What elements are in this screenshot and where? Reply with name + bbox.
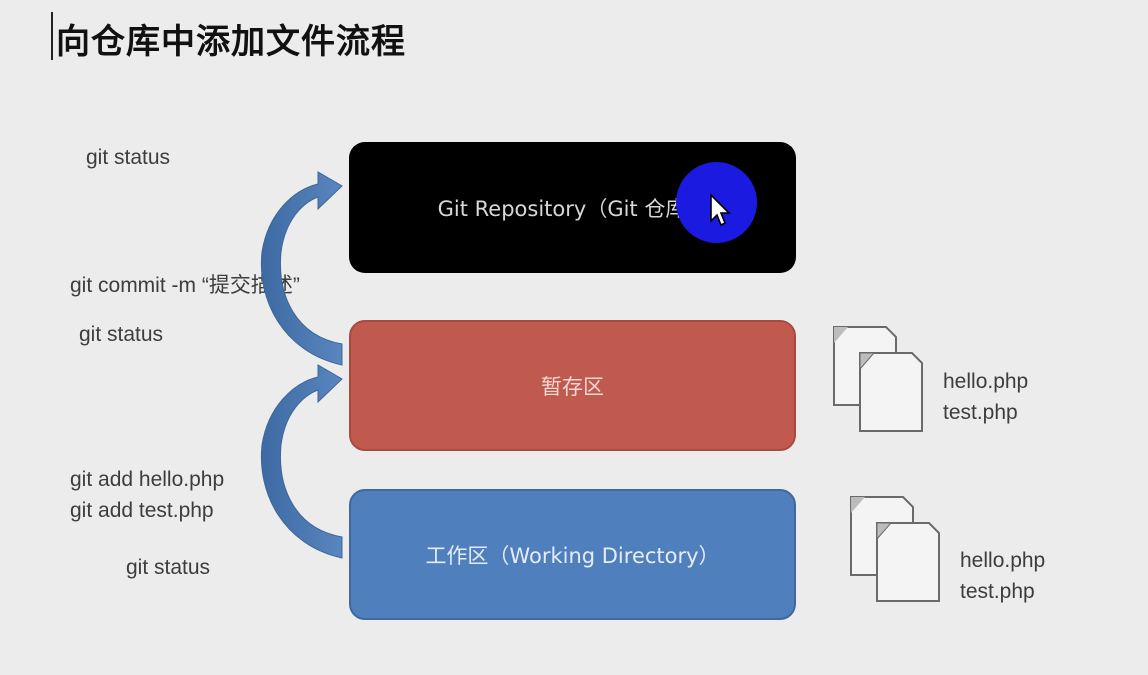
working-files-icon [850, 496, 940, 602]
working-file-test: test.php [960, 580, 1035, 603]
cmd-git-status-top: git status [86, 146, 171, 169]
working-file-hello: hello.php [960, 549, 1046, 572]
repository-label: Git Repository（Git 仓库） [437, 196, 708, 221]
staging-area-label: 暂存区 [541, 374, 604, 399]
cmd-git-add-hello: git add hello.php [70, 468, 225, 491]
cmd-git-status-bottom: git status [126, 556, 211, 579]
working-file-list: hello.php test.php [960, 545, 1045, 607]
working-directory-box: 工作区（Working Directory） [349, 489, 796, 620]
title-accent-bar [51, 12, 53, 60]
cmd-git-add-test: git add test.php [70, 499, 214, 522]
cmd-git-commit: git commit -m “提交描述” [70, 274, 300, 297]
staging-file-list: hello.php test.php [943, 366, 1028, 428]
staging-files-icon [833, 326, 923, 432]
mouse-pointer-icon [710, 193, 731, 227]
arrow-work-to-stage-icon [260, 364, 343, 559]
cmd-git-status-mid: git status [79, 323, 164, 346]
staging-area-box: 暂存区 [349, 320, 796, 451]
staging-file-test: test.php [943, 401, 1018, 424]
working-directory-label: 工作区（Working Directory） [425, 543, 720, 568]
page-title: 向仓库中添加文件流程 [56, 22, 406, 62]
arrow-stage-to-repo-icon [260, 171, 343, 366]
staging-file-hello: hello.php [943, 370, 1029, 393]
